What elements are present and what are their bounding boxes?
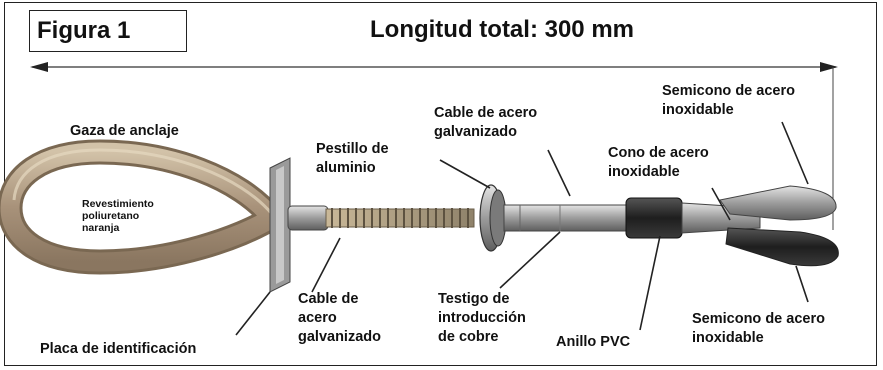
label-aluminium-latch-line-2: aluminio — [316, 160, 376, 176]
pvc-ring — [625, 197, 683, 239]
label-copper-witness: Testigo de introducción de cobre — [438, 290, 526, 347]
identification-plate — [269, 157, 291, 293]
label-half-cone-top-line-2: inoxidable — [662, 102, 734, 118]
label-steel-cable-bottom-line-1: Cable de — [298, 291, 359, 307]
leader-lines — [235, 121, 809, 336]
label-anchor-loop: Gaza de anclaje — [70, 123, 179, 139]
label-copper-witness-line-3: de cobre — [438, 329, 499, 345]
label-aluminium-latch-line-1: Pestillo de — [316, 141, 389, 157]
anchor-loop — [0, 139, 282, 275]
flange-disc — [479, 184, 507, 252]
label-coating-line-1: Revestimiento — [82, 198, 154, 210]
label-half-cone-bottom: Semicono de acero inoxidable — [692, 310, 825, 348]
steel-cable-body — [503, 204, 627, 232]
label-steel-cable-top: Cable de acero galvanizado — [434, 104, 537, 142]
label-coating-line-2: poliuretano — [82, 210, 140, 222]
label-half-cone-bottom-line-1: Semicono de acero — [692, 311, 825, 327]
upper-half-cone — [719, 185, 837, 221]
label-steel-cable-bottom: Cable de acero galvanizado — [298, 290, 381, 347]
label-steel-cable-bottom-line-3: galvanizado — [298, 329, 381, 345]
label-stainless-cone-line-1: Cono de acero — [608, 145, 709, 161]
latch-collar — [287, 205, 329, 231]
label-half-cone-bottom-line-2: inoxidable — [692, 330, 764, 346]
spring — [325, 208, 475, 228]
label-aluminium-latch: Pestillo de aluminio — [316, 140, 389, 178]
label-steel-cable-top-line-2: galvanizado — [434, 124, 517, 140]
label-copper-witness-line-2: introducción — [438, 310, 526, 326]
label-half-cone-top: Semicono de acero inoxidable — [662, 82, 795, 120]
label-half-cone-top-line-1: Semicono de acero — [662, 83, 795, 99]
lower-half-cone — [725, 227, 839, 267]
label-coating: Revestimiento poliuretano naranja — [82, 198, 154, 234]
label-pvc-ring: Anillo PVC — [556, 334, 631, 350]
label-steel-cable-bottom-line-2: acero — [298, 310, 337, 326]
label-stainless-cone-line-2: inoxidable — [608, 164, 680, 180]
label-stainless-cone: Cono de acero inoxidable — [608, 144, 709, 182]
label-copper-witness-line-1: Testigo de — [438, 291, 510, 307]
figure-label: Figura 1 — [29, 10, 187, 52]
figure-title: Longitud total: 300 mm — [370, 16, 634, 43]
label-identification-plate: Placa de identificación — [40, 341, 197, 357]
label-steel-cable-top-line-1: Cable de acero — [434, 105, 538, 121]
label-coating-line-3: naranja — [82, 222, 120, 234]
